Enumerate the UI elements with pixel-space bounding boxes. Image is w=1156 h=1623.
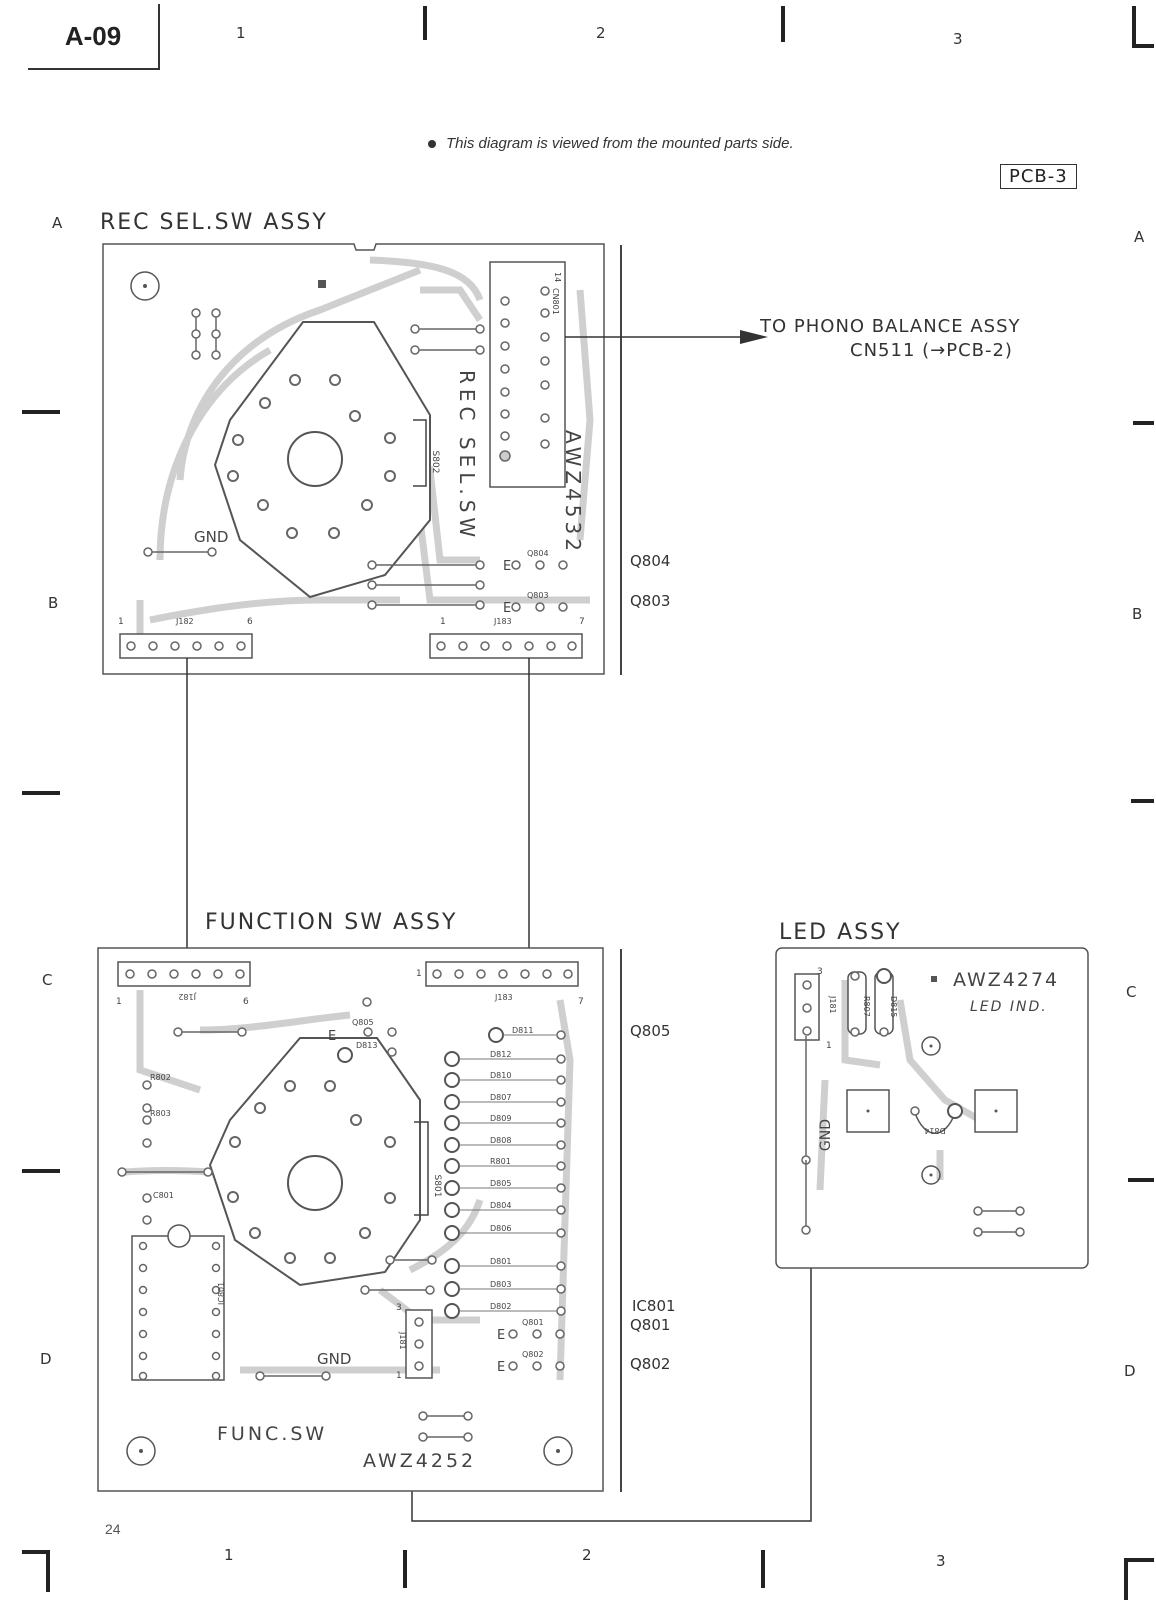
function-sw-title: FUNCTION SW ASSY bbox=[205, 910, 457, 935]
d814-label: D814 bbox=[924, 1126, 945, 1135]
d815-label: D815 bbox=[889, 996, 898, 1017]
j182-pin-start: 1 bbox=[118, 617, 124, 627]
ic801-silk: IC801 bbox=[217, 1282, 226, 1305]
grid-column-label: 1 bbox=[236, 24, 246, 42]
q805-emitter: E bbox=[328, 1029, 336, 1044]
q801-label: Q801 bbox=[630, 1316, 670, 1334]
rec-sel-silk: REC SEL.SW bbox=[455, 370, 479, 542]
function-sw-switch-label: S801 bbox=[432, 1175, 442, 1198]
diode-label: D802 bbox=[490, 1302, 511, 1311]
rec-sel-switch-label: S802 bbox=[430, 451, 440, 474]
diode-label: D804 bbox=[490, 1201, 511, 1210]
viewing-note-text: This diagram is viewed from the mounted … bbox=[446, 135, 794, 152]
rec-sel-gnd-label: GND bbox=[194, 528, 228, 546]
grid-column-label: 2 bbox=[582, 1546, 592, 1564]
fsw-j181-pin1: 1 bbox=[396, 1371, 402, 1381]
rec-sel-board: S802 REC SEL.SW AWZ4532 GND bbox=[102, 243, 622, 675]
grid-ticks bbox=[22, 6, 1154, 1600]
pcb-tag: PCB-3 bbox=[1000, 164, 1077, 189]
grid-row-label: D bbox=[1124, 1362, 1136, 1380]
fsw-j183-label: J183 bbox=[494, 993, 513, 1002]
diode-label: D805 bbox=[490, 1179, 511, 1188]
fsw-gnd-label: GND bbox=[317, 1350, 351, 1368]
q801-emitter: E bbox=[497, 1328, 505, 1343]
grid-row-label: B bbox=[1132, 605, 1142, 623]
fsw-j181-label: J181 bbox=[398, 1331, 407, 1350]
grid-column-label: 3 bbox=[953, 30, 963, 48]
led-gnd-label: GND bbox=[818, 1119, 834, 1151]
r807-label: R807 bbox=[862, 996, 871, 1017]
led-board: 3 1 J181 R807 D815 AWZ4274 LED IND. D814… bbox=[775, 947, 1089, 1269]
diode-label: D808 bbox=[490, 1136, 511, 1145]
fsw-silk: FUNC.SW bbox=[217, 1423, 327, 1445]
diode-label: D806 bbox=[490, 1224, 511, 1233]
diode-label: D803 bbox=[490, 1280, 511, 1289]
page-number: 24 bbox=[105, 1521, 121, 1537]
cn801-label: CN801 bbox=[551, 288, 560, 315]
to-phono-arrow: TO PHONO BALANCE ASSY CN511 (→PCB-2) bbox=[565, 316, 1021, 361]
q803-label: Q803 bbox=[630, 592, 670, 610]
grid-column-label: 3 bbox=[936, 1552, 946, 1570]
fsw-j182-pin-start: 1 bbox=[116, 997, 122, 1007]
grid-row-label: C bbox=[1126, 983, 1136, 1001]
q802-emitter: E bbox=[497, 1360, 505, 1375]
q802-label: Q802 bbox=[630, 1355, 670, 1373]
q801-silk: Q801 bbox=[522, 1318, 544, 1327]
viewing-note: This diagram is viewed from the mounted … bbox=[428, 135, 794, 152]
q805-silk: Q805 bbox=[352, 1018, 374, 1027]
diode-label: D812 bbox=[490, 1050, 511, 1059]
j182-pin-end: 6 bbox=[247, 617, 253, 627]
bullet-icon bbox=[428, 140, 436, 149]
fsw-board-id: AWZ4252 bbox=[363, 1450, 476, 1472]
q803-emitter: E bbox=[503, 601, 511, 616]
q804-silk: Q804 bbox=[527, 549, 549, 558]
to-phono-line2: CN511 (→PCB-2) bbox=[850, 340, 1013, 361]
sheet-id: A-09 bbox=[28, 4, 160, 70]
diode-label: D807 bbox=[490, 1093, 511, 1102]
fsw-j183-pin-end: 7 bbox=[578, 997, 584, 1007]
led-subtitle: LED IND. bbox=[970, 999, 1048, 1015]
diode-label: D801 bbox=[490, 1257, 511, 1266]
q804-emitter: E bbox=[503, 559, 511, 574]
j183-label: J183 bbox=[493, 617, 512, 626]
d811-label: D811 bbox=[512, 1026, 533, 1035]
rec-sel-title: REC SEL.SW ASSY bbox=[100, 210, 328, 235]
led-board-id: AWZ4274 bbox=[953, 969, 1059, 991]
j183-pin-start: 1 bbox=[440, 617, 446, 627]
led-j181-pin3: 3 bbox=[817, 967, 823, 977]
r802-label: R802 bbox=[150, 1073, 171, 1082]
q804-label: Q804 bbox=[630, 552, 670, 570]
fsw-j182-pin-end: 6 bbox=[243, 997, 249, 1007]
d813-label: D813 bbox=[356, 1041, 377, 1050]
q802-silk: Q802 bbox=[522, 1350, 544, 1359]
q803-silk: Q803 bbox=[527, 591, 549, 600]
fsw-j182-label: J182 bbox=[178, 992, 197, 1001]
to-phono-line1: TO PHONO BALANCE ASSY bbox=[759, 316, 1021, 337]
grid-row-label: C bbox=[42, 971, 52, 989]
grid-row-label: A bbox=[1134, 228, 1145, 246]
led-j181-label: J181 bbox=[828, 995, 837, 1014]
fsw-j183-pin-start: 1 bbox=[416, 969, 422, 979]
j183-pin-end: 7 bbox=[579, 617, 585, 627]
fsw-j181-pin3: 3 bbox=[396, 1303, 402, 1313]
function-sw-board: S801 1 J182 6 1 J183 7 bbox=[97, 947, 622, 1492]
ic801-label: IC801 bbox=[632, 1297, 676, 1315]
diode-label: R801 bbox=[490, 1157, 511, 1166]
grid-row-label: D bbox=[40, 1350, 52, 1368]
diode-label: D810 bbox=[490, 1071, 511, 1080]
grid-row-label: A bbox=[52, 214, 63, 232]
j182-label: J182 bbox=[175, 617, 194, 626]
grid-column-label: 1 bbox=[224, 1546, 234, 1564]
grid-row-label: B bbox=[48, 594, 58, 612]
q805-label: Q805 bbox=[630, 1022, 670, 1040]
cn801-pin-label: 14 bbox=[553, 272, 562, 282]
diode-label: D809 bbox=[490, 1114, 511, 1123]
led-j181-pin1: 1 bbox=[826, 1041, 832, 1051]
grid-column-label: 2 bbox=[596, 24, 606, 42]
c801-label: C801 bbox=[153, 1191, 174, 1200]
led-title: LED ASSY bbox=[779, 920, 902, 945]
r803-label: R803 bbox=[150, 1109, 171, 1118]
